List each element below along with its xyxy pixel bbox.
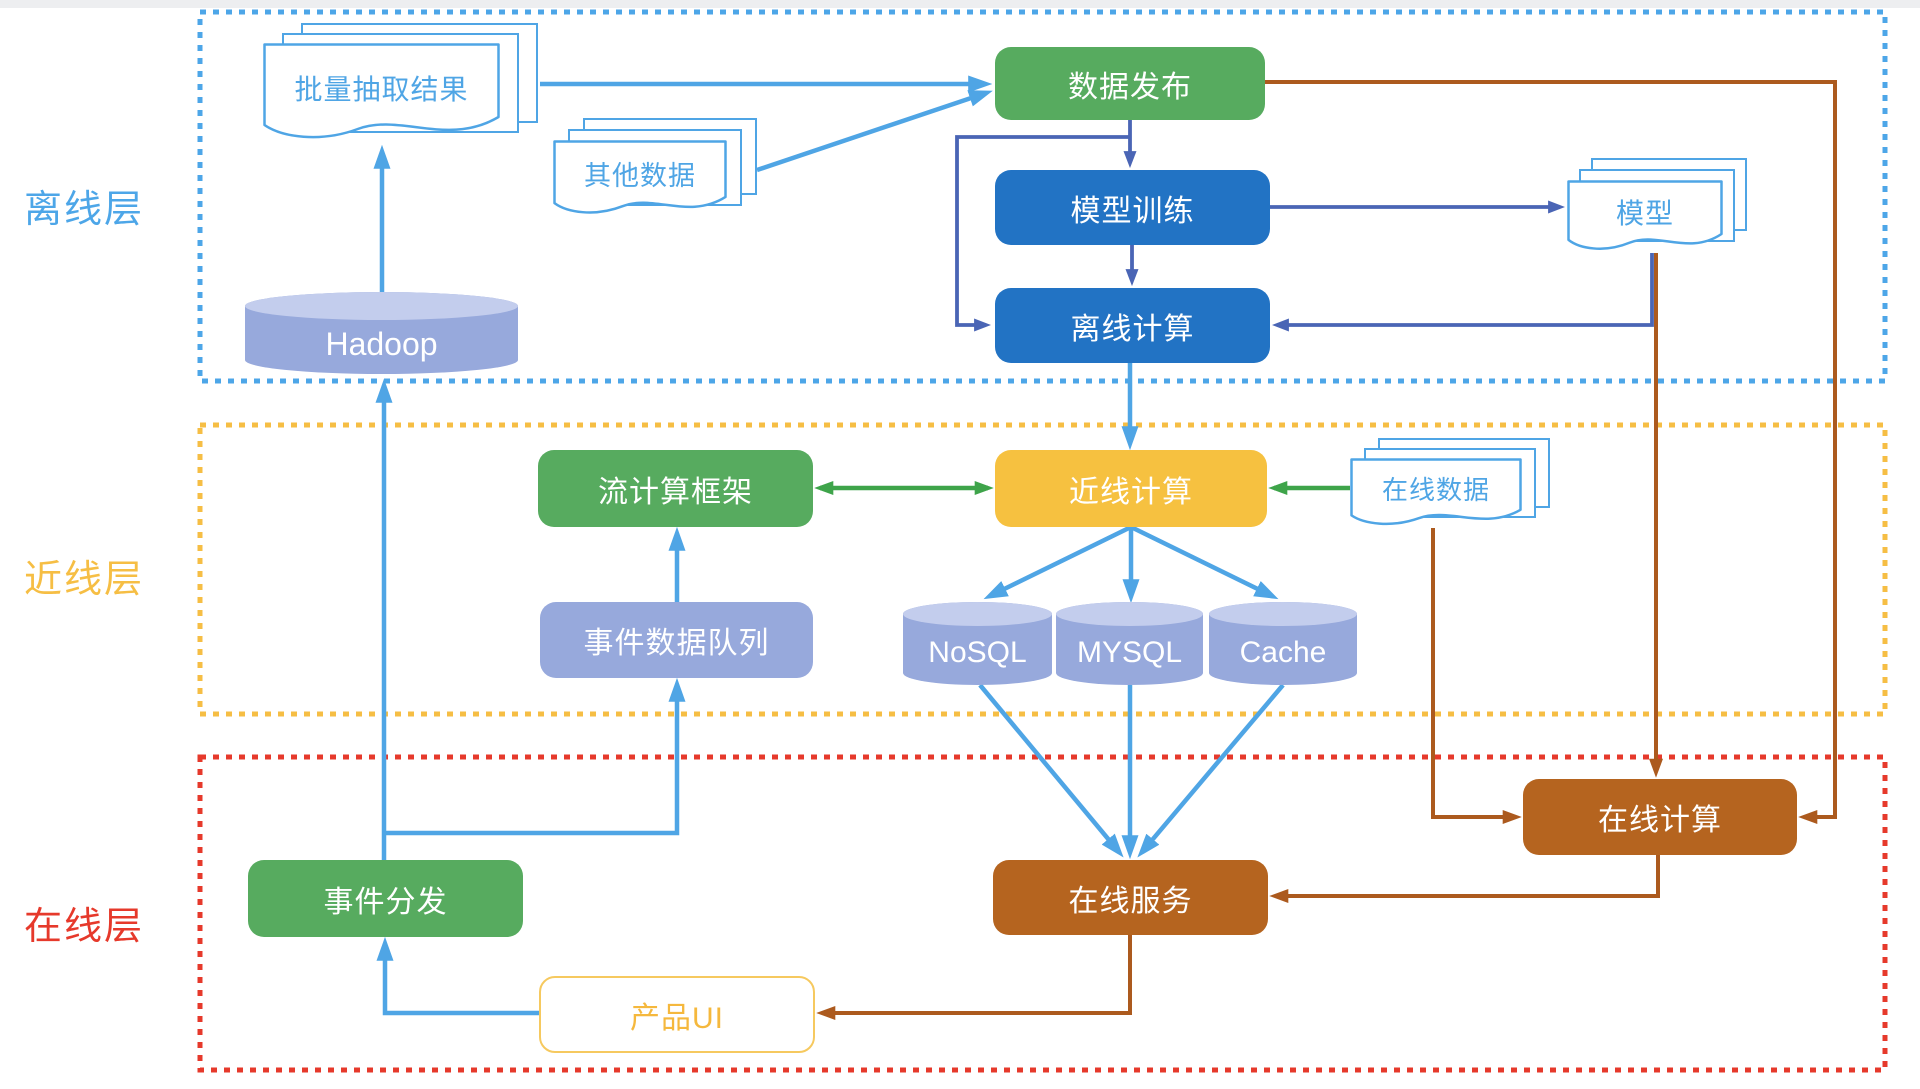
batch-extract-results-front-sheet	[263, 43, 500, 139]
hadoop-shape	[245, 292, 518, 374]
model-training-shape: 模型训练	[995, 170, 1270, 245]
online-compute: 在线计算	[1523, 779, 1797, 855]
event-queue-shape: 事件数据队列	[540, 602, 813, 678]
offline-compute-label: 离线计算	[1070, 312, 1195, 346]
mysql-db: MYSQL	[1056, 602, 1203, 685]
batch-extract-results: 批量抽取结果	[263, 23, 538, 143]
event-queue-label: 事件数据队列	[583, 627, 770, 660]
stream-framework-label: 流计算框架	[598, 475, 753, 509]
offline-compute: 离线计算	[995, 288, 1270, 363]
nearline-compute-label: 近线计算	[1069, 475, 1193, 509]
other-data-to-data-publish-arrow	[756, 90, 993, 173]
nearline-compute-to-nosql-arrow	[983, 524, 1132, 600]
nearline-compute: 近线计算	[995, 450, 1267, 527]
nearline-compute-to-cache-arrow	[1130, 524, 1279, 600]
event-dispatch-shape: 事件分发	[248, 860, 523, 937]
event-queue: 事件数据队列	[540, 602, 813, 678]
hadoop: Hadoop	[245, 292, 518, 374]
mysql-db-shape	[1056, 602, 1203, 685]
nosql-to-online-service-arrow	[978, 683, 1124, 858]
event-dispatch-to-event-queue-arrow	[384, 677, 686, 836]
cache-db: Cache	[1209, 602, 1357, 685]
online-data: 在线数据	[1350, 438, 1550, 528]
offline-layer-label: 离线层	[24, 189, 145, 231]
product-ui-shape: 产品UI	[539, 976, 815, 1053]
model-front-sheet	[1567, 180, 1723, 250]
offline-compute-shape: 离线计算	[995, 288, 1270, 363]
online-compute-shape: 在线计算	[1523, 779, 1797, 855]
online-compute-to-online-service-arrow	[1269, 855, 1660, 903]
event-dispatch: 事件分发	[248, 860, 523, 937]
nosql-db-label: NoSQL	[928, 635, 1027, 669]
online-data-front-sheet	[1350, 458, 1522, 526]
model-training-label: 模型训练	[1070, 194, 1195, 228]
nosql-db: NoSQL	[903, 602, 1052, 685]
cache-db-label: Cache	[1239, 635, 1327, 669]
mysql-db-label: MYSQL	[1076, 635, 1183, 669]
model-label: 模型	[1615, 197, 1674, 229]
nearline-layer-label: 近线层	[24, 559, 145, 601]
data-publish-to-online-compute-arrow	[1265, 80, 1837, 824]
batch-extract-results-label: 批量抽取结果	[294, 74, 469, 105]
online-service-shape: 在线服务	[993, 860, 1268, 935]
online-data-to-online-compute-arrow	[1431, 528, 1522, 824]
stream-framework: 流计算框架	[538, 450, 813, 527]
online-service: 在线服务	[993, 860, 1268, 935]
data-publish: 数据发布	[995, 47, 1265, 120]
product-ui-to-event-dispatch-arrow	[376, 936, 539, 1016]
nosql-db-shape	[903, 602, 1052, 685]
online-service-to-product-ui-arrow	[816, 935, 1132, 1020]
online-layer-label: 在线层	[24, 906, 145, 948]
model-to-offline-compute-arrow	[1271, 253, 1654, 332]
data-publish-shape: 数据发布	[995, 47, 1265, 120]
product-ui: 产品UI	[539, 976, 815, 1053]
data-publish-label: 数据发布	[1068, 70, 1192, 104]
model-training: 模型训练	[995, 170, 1270, 245]
cache-to-online-service-arrow	[1137, 683, 1285, 858]
stream-framework-shape: 流计算框架	[538, 450, 813, 527]
window-top-strip	[0, 0, 1920, 8]
online-compute-label: 在线计算	[1598, 804, 1722, 837]
nearline-compute-shape: 近线计算	[995, 450, 1267, 527]
cache-db-shape	[1209, 602, 1357, 685]
hadoop-label: Hadoop	[325, 325, 438, 362]
other-data: 其他数据	[553, 118, 757, 217]
other-data-label: 其他数据	[584, 161, 696, 191]
model: 模型	[1567, 158, 1747, 253]
product-ui-label: 产品UI	[630, 1001, 724, 1035]
other-data-front-sheet	[553, 140, 727, 214]
event-dispatch-label: 事件分发	[323, 885, 448, 919]
online-service-label: 在线服务	[1068, 884, 1193, 918]
online-data-label: 在线数据	[1381, 474, 1490, 505]
